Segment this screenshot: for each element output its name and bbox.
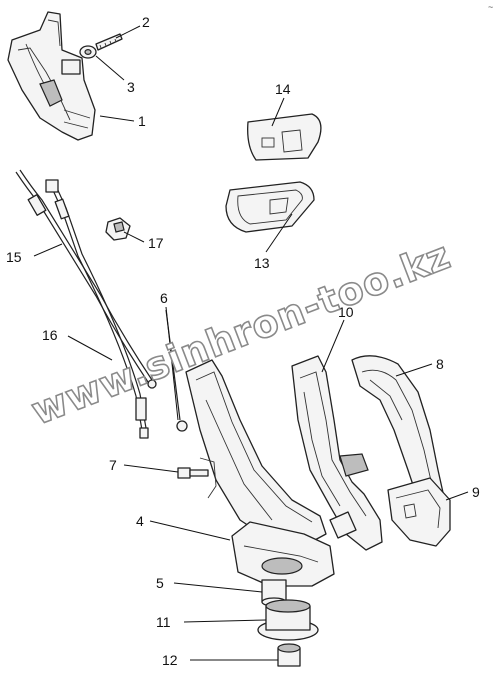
callout-16: 16 xyxy=(42,327,58,343)
callout-7: 7 xyxy=(109,457,117,473)
callout-1: 1 xyxy=(138,113,146,129)
part-9-cap xyxy=(387,477,451,547)
part-7-bolt xyxy=(177,467,209,479)
callout-14: 14 xyxy=(275,81,291,97)
part-3-washer xyxy=(79,45,97,59)
callout-13: 13 xyxy=(254,255,270,271)
callout-6: 6 xyxy=(160,290,168,306)
callout-15: 15 xyxy=(6,249,22,265)
callout-8: 8 xyxy=(436,356,444,372)
callout-numbers: 1 2 3 4 5 6 7 8 9 10 11 12 13 14 15 16 1… xyxy=(6,14,480,668)
callout-17: 17 xyxy=(148,235,164,251)
part-2-screw xyxy=(95,33,123,51)
part-13-gasket xyxy=(225,181,315,233)
callout-3: 3 xyxy=(127,79,135,95)
part-12-cylinder xyxy=(277,643,301,667)
callout-12: 12 xyxy=(162,652,178,668)
part-15-cable xyxy=(15,169,157,389)
callout-2: 2 xyxy=(142,14,150,30)
part-11-disc xyxy=(257,599,319,641)
callout-5: 5 xyxy=(156,575,164,591)
part-14-gasket xyxy=(247,113,322,161)
corner-mark: ~ xyxy=(488,2,493,12)
part-16-cable xyxy=(45,179,149,439)
callout-9: 9 xyxy=(472,484,480,500)
callout-10: 10 xyxy=(338,304,354,320)
part-4-carrier xyxy=(185,359,335,587)
part-17-clip xyxy=(105,217,131,241)
part-1-housing xyxy=(7,11,96,141)
part-10-bracket xyxy=(291,355,383,551)
callout-11: 11 xyxy=(156,614,171,630)
callout-4: 4 xyxy=(136,513,144,529)
part-8-handle xyxy=(351,355,447,521)
leader-lines xyxy=(33,25,469,661)
